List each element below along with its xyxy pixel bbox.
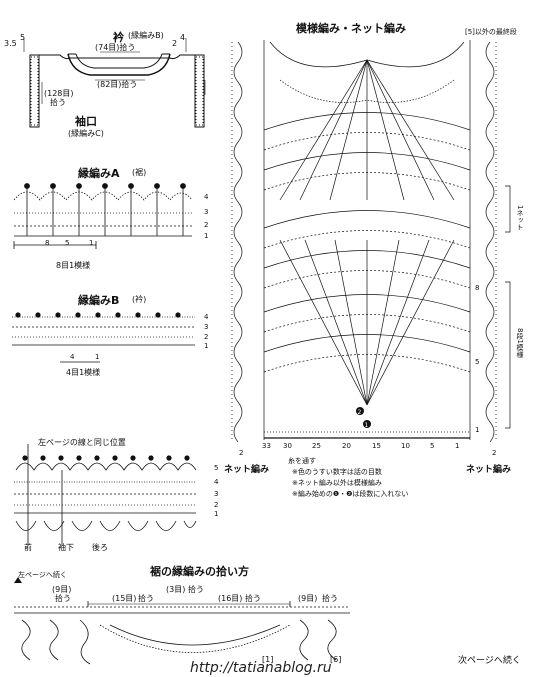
edge-b-repeat: 4目1模様	[66, 368, 101, 377]
collar-title: 衿	[113, 31, 124, 44]
edge-c-row-1: 1	[214, 510, 219, 518]
main-bottom-20: 20	[342, 442, 351, 450]
main-bottom-1: 1	[455, 442, 460, 450]
main-net-left: ネット編み	[224, 465, 270, 475]
svg-text:1: 1	[365, 422, 369, 429]
hem-cont-left: 左ページへ続く	[18, 571, 67, 579]
hem-pick-3-t: 拾う	[188, 585, 204, 594]
edge-b-title: 縁編みB	[78, 294, 120, 307]
edge-c-row-4: 4	[214, 478, 219, 486]
edge-a-repeat: 8目1模様	[56, 261, 91, 270]
edge-c-row-5: 5	[214, 464, 219, 472]
cuff-title: 袖口	[75, 115, 97, 128]
main-title: 模様編み・ネット編み	[296, 22, 406, 35]
edge-c-row-3: 3	[214, 490, 219, 498]
edge-a-base-1: 1	[89, 239, 94, 247]
main-row-8: 8	[475, 284, 480, 292]
hem-pick-1-t: 拾う	[55, 594, 71, 603]
hem-mark-1: [1]	[262, 655, 274, 664]
hem-pick-4-t: 拾う	[245, 594, 261, 603]
hem-pick-3-n: (3目)	[166, 585, 186, 594]
edge-c-note: 左ページの線と同じ位置	[38, 438, 126, 447]
edge-c-side: 袖下	[58, 543, 74, 552]
collar-right-num: 2	[172, 39, 178, 48]
main-row-5: 5	[475, 358, 480, 366]
edge-c-row-2: 2	[214, 501, 219, 509]
main-row-1: 1	[475, 426, 480, 434]
edge-a-row-1: 1	[204, 232, 209, 240]
main-net-right: ネット編み	[466, 465, 512, 475]
edge-b-base-4: 4	[70, 353, 75, 361]
edge-a-sub: (裾)	[132, 168, 147, 177]
hem-pick-2-n: (15目)	[112, 594, 137, 603]
collar-left-num: 3.5	[4, 39, 17, 48]
collar-pick-top: (74目)拾う	[95, 43, 136, 52]
edge-b-row-2: 2	[204, 333, 209, 341]
cuff-pick2: 拾う	[50, 98, 66, 107]
hem-pick-4-n: (16目)	[218, 594, 243, 603]
svg-text:2: 2	[358, 409, 362, 416]
edge-a-base-5: 5	[65, 239, 70, 247]
main-bottom-right: 2	[492, 449, 497, 457]
hem-pick-2-t: 拾う	[138, 594, 154, 603]
main-bottom-15: 15	[372, 442, 381, 450]
hem-pick-5-t: 拾う	[322, 594, 338, 603]
edge-b-row-3: 3	[204, 323, 209, 331]
main-bottom-30: 30	[283, 442, 292, 450]
hem-mark-6: [6]	[330, 655, 342, 664]
main-note-1: ※色のうすい数字は話の目数	[292, 468, 382, 476]
hem-title: 裾の縁編みの拾い方	[150, 565, 249, 578]
collar-right-rows: 4	[180, 33, 186, 42]
collar-left-rows: 5	[20, 33, 26, 42]
cuff-edging: (縁編みC)	[68, 129, 104, 138]
edge-b-row-4: 4	[204, 313, 209, 321]
hem-pick-1-n: (9目)	[52, 585, 72, 594]
edge-c-back: 後ろ	[92, 543, 108, 552]
cuff-pick: (128目)	[44, 89, 74, 98]
edge-b-base-1: 1	[95, 353, 100, 361]
edge-a-title: 縁編みA	[78, 167, 120, 180]
edge-b-sub: (衿)	[132, 295, 147, 304]
main-bottom-10: 10	[401, 442, 410, 450]
main-bottom-5: 5	[430, 442, 435, 450]
main-note-3: ※編み始めの❶・❷は段数に入れない	[292, 490, 409, 498]
main-note-2: ※ネット編み以外は模様編み	[292, 479, 382, 487]
main-rep-label: 8段1模様	[516, 328, 524, 358]
main-bottom-33: 33	[262, 442, 271, 450]
edge-a-row-4: 4	[204, 193, 209, 201]
main-top-right: [5]以外の最終段	[465, 28, 517, 36]
edge-a-row-2: 2	[204, 221, 209, 229]
main-net-label: 1ネット	[516, 205, 524, 231]
collar-edging: (縁編みB)	[128, 31, 164, 40]
main-cont-note: 糸を通す	[288, 457, 316, 465]
hem-pick-5-n: (9目)	[298, 594, 318, 603]
edge-c-front: 前	[24, 543, 32, 552]
edge-a-base-8: 8	[45, 239, 50, 247]
watermark: http://tatianablog.ru	[190, 660, 332, 676]
collar-pick-bottom: (82目)拾う	[97, 80, 138, 89]
main-bottom-left: 2	[239, 449, 244, 457]
main-bottom-25: 25	[312, 442, 321, 450]
hem-cont-right: 次ページへ続く	[458, 656, 521, 666]
edge-a-row-3: 3	[204, 208, 209, 216]
edge-b-row-1: 1	[204, 342, 209, 350]
